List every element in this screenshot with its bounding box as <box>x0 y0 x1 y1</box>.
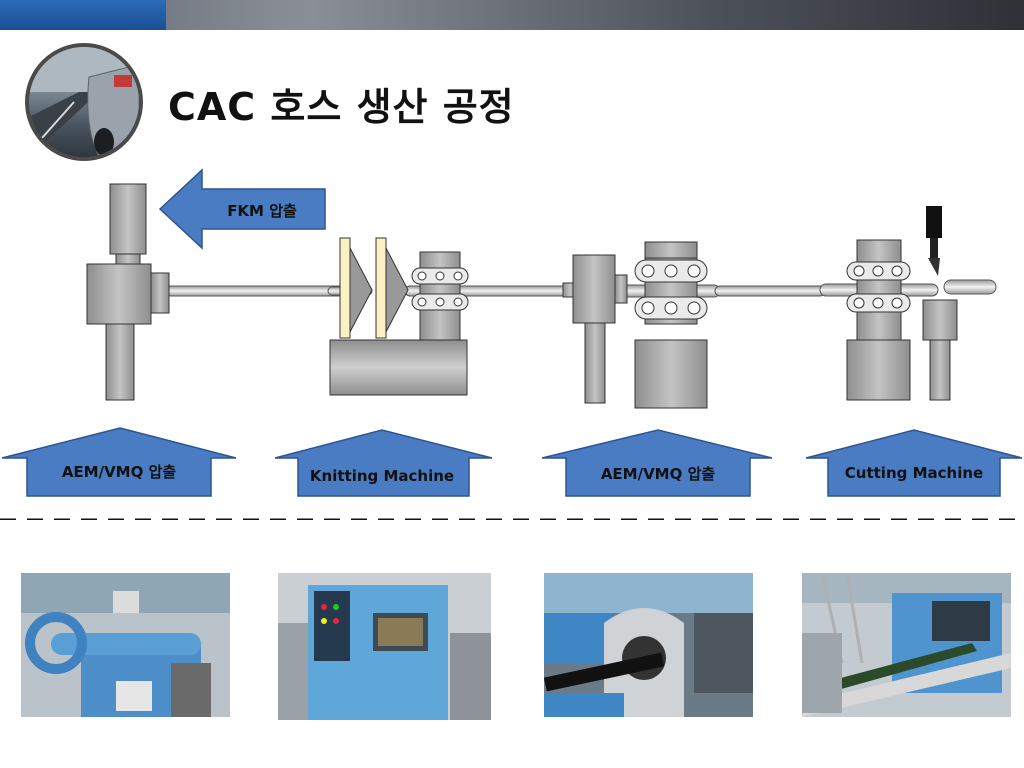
production-process-diagram: FKM 압출 <box>0 168 1024 520</box>
photo-knitting-machine <box>278 573 491 720</box>
car-road-picture <box>29 47 139 157</box>
photo-extruder-2 <box>544 573 753 717</box>
knitting-machine-diagram <box>329 237 469 396</box>
fkm-arrow <box>158 168 326 250</box>
top-bar-accent <box>0 0 166 30</box>
stage-label-1: AEM/VMQ 압출 <box>62 463 177 481</box>
photo-cutting-machine <box>802 573 1011 717</box>
stage-arrow-3 <box>541 429 773 497</box>
cutting-machine-diagram <box>846 206 958 401</box>
top-bar <box>0 0 1024 30</box>
car-photo-logo <box>25 43 143 161</box>
stage-arrow-1 <box>1 427 237 497</box>
stage-label-3: AEM/VMQ 압출 <box>601 465 716 483</box>
fkm-arrow-label: FKM 압출 <box>227 202 297 220</box>
stage-label-2: Knitting Machine <box>310 467 454 485</box>
stage-arrow-2 <box>274 429 493 497</box>
stage-arrow-4 <box>805 429 1023 497</box>
extruder-2 <box>562 241 708 409</box>
stage-label-4: Cutting Machine <box>845 464 983 482</box>
page-title: CAC 호스 생산 공정 <box>168 85 515 129</box>
extruder-1 <box>86 183 170 401</box>
photo-extruder-1 <box>21 573 230 717</box>
